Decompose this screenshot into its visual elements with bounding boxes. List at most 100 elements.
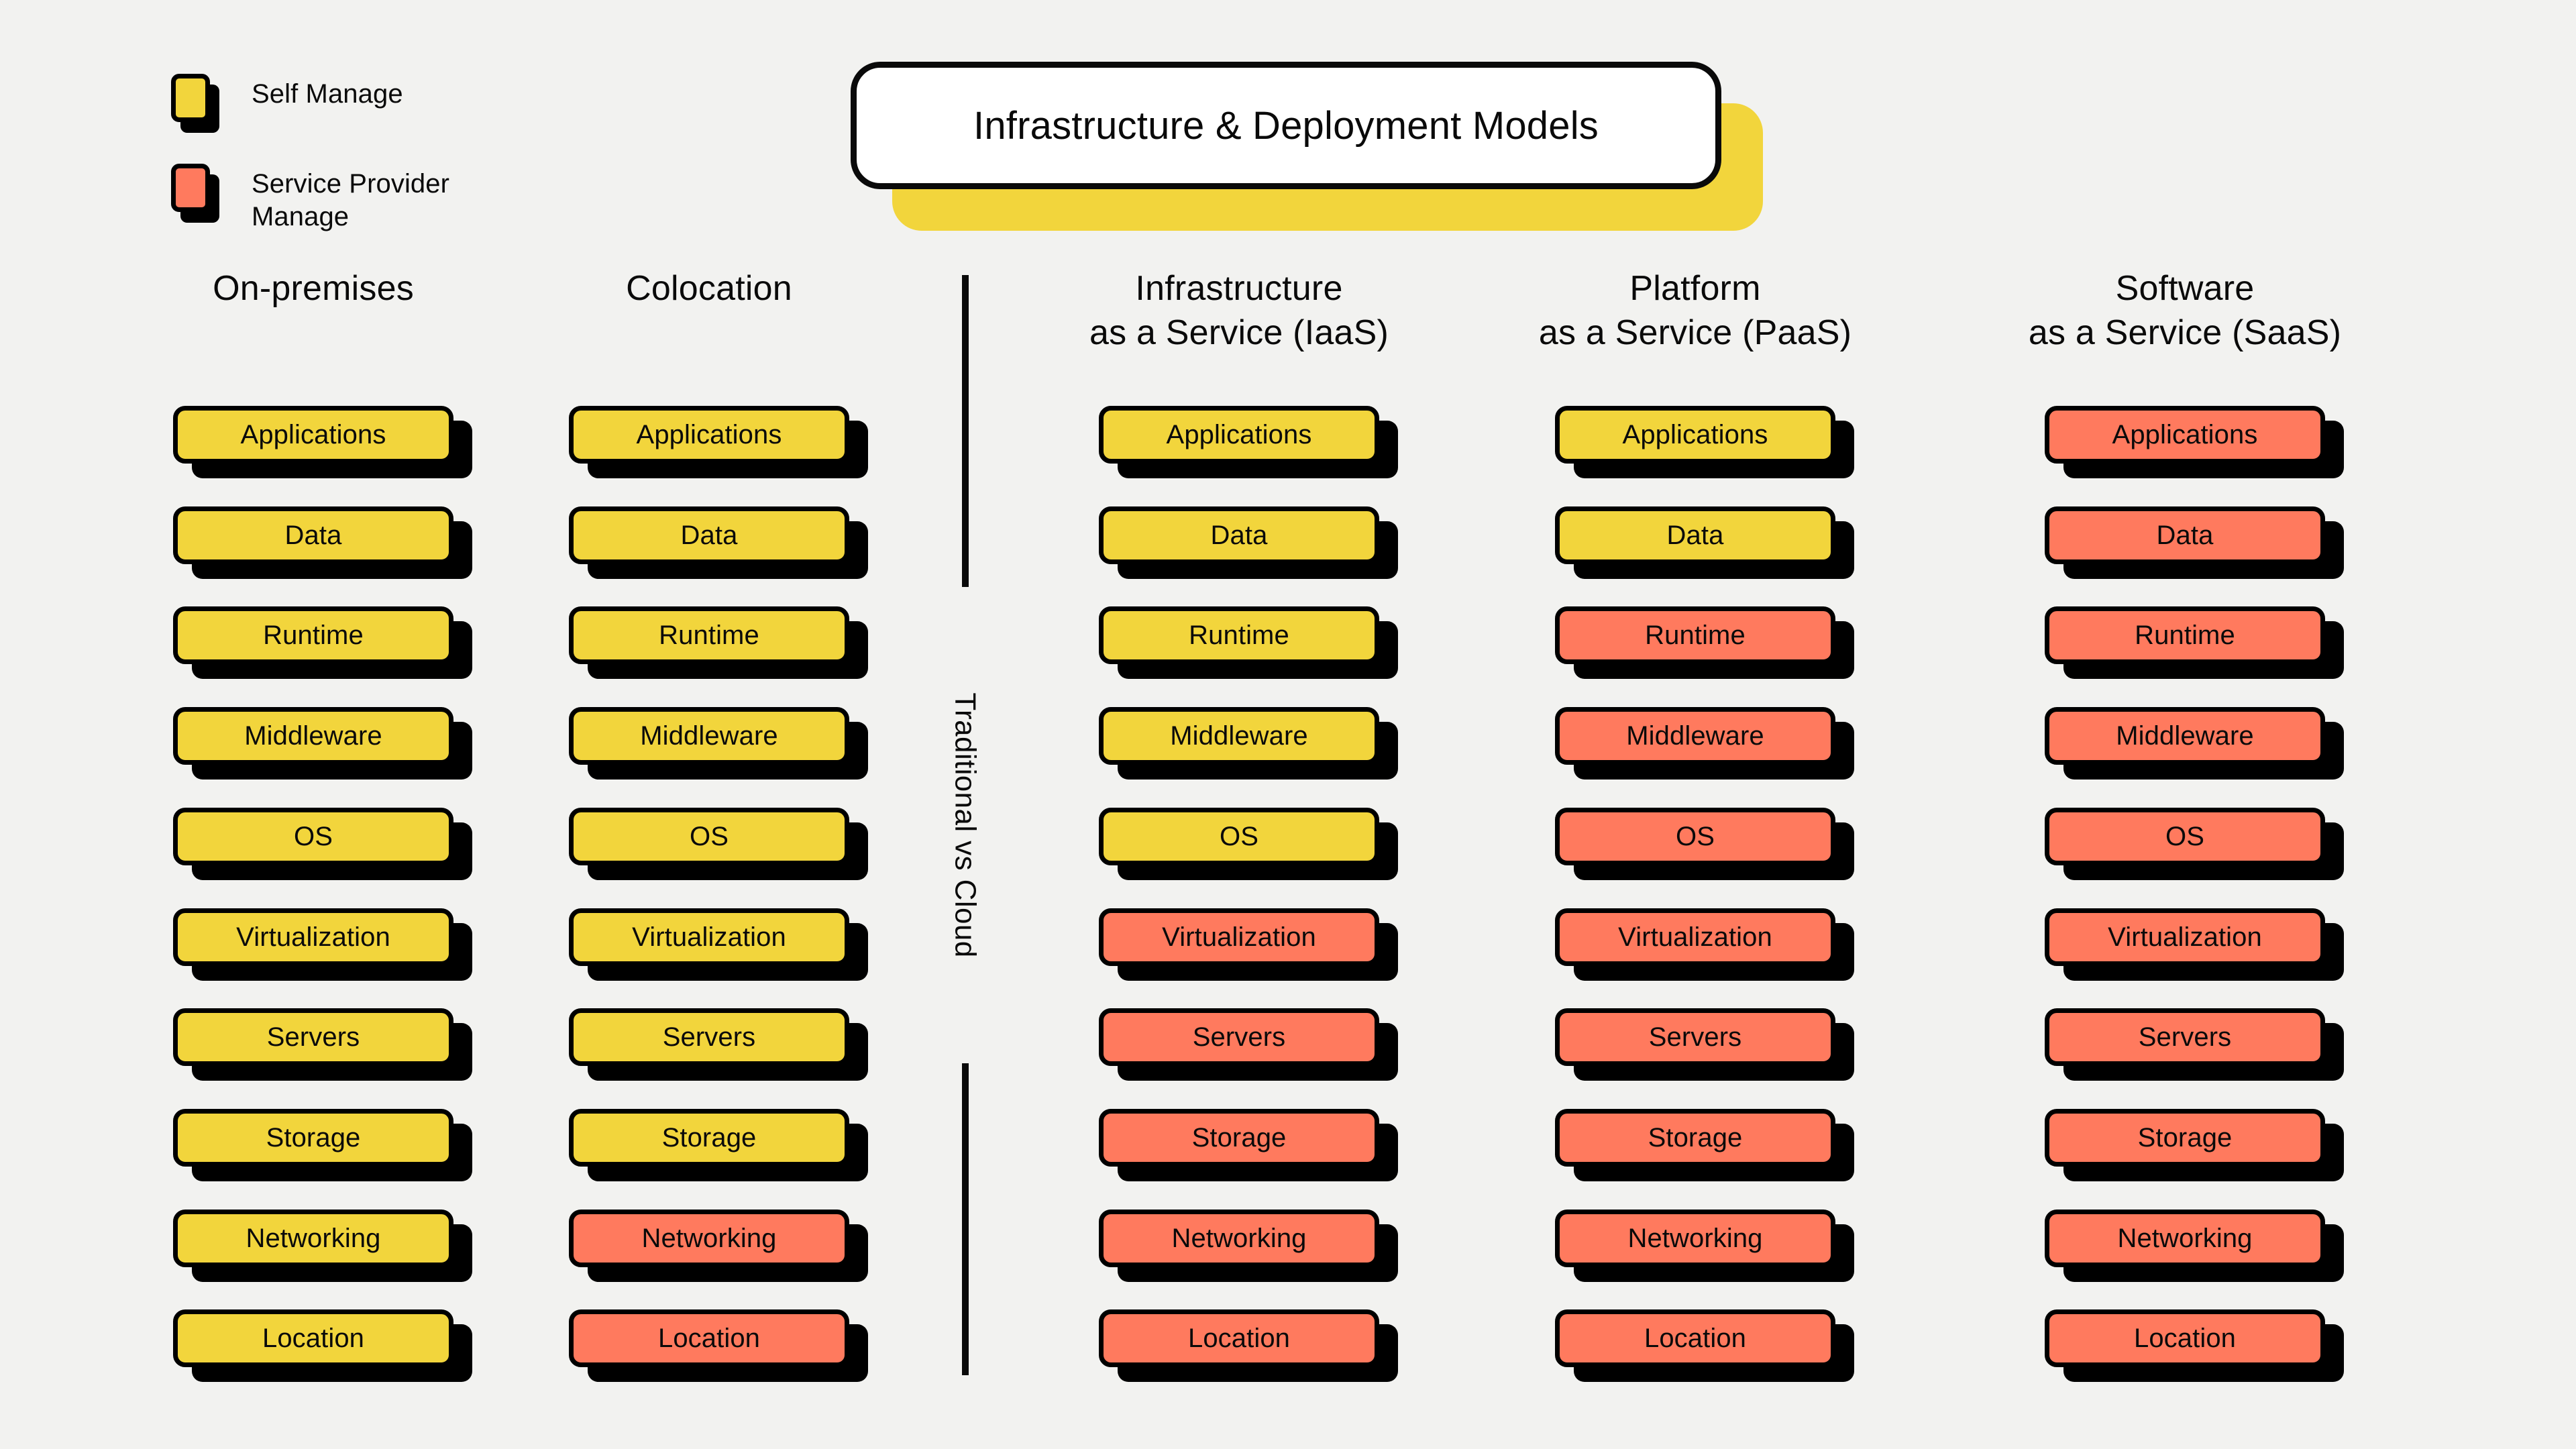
layer-paas-middleware[interactable]: Middleware: [1555, 707, 1854, 793]
layer-iaas-storage[interactable]: Storage: [1099, 1109, 1398, 1195]
layer-saas-runtime[interactable]: Runtime: [2045, 606, 2344, 692]
layer-colocation-servers[interactable]: Servers: [569, 1008, 868, 1094]
layer-box[interactable]: OS: [2045, 808, 2325, 865]
layer-box[interactable]: Storage: [1555, 1109, 1835, 1167]
layer-box[interactable]: Runtime: [1555, 606, 1835, 664]
layer-colocation-middleware[interactable]: Middleware: [569, 707, 868, 793]
layer-on-premises-data[interactable]: Data: [173, 506, 472, 592]
layer-iaas-location[interactable]: Location: [1099, 1309, 1398, 1395]
layer-box[interactable]: Runtime: [1099, 606, 1379, 664]
layer-box[interactable]: Virtualization: [569, 908, 849, 966]
layer-iaas-runtime[interactable]: Runtime: [1099, 606, 1398, 692]
layer-box[interactable]: Data: [1099, 506, 1379, 564]
layer-box[interactable]: Location: [569, 1309, 849, 1367]
layer-box[interactable]: Runtime: [2045, 606, 2325, 664]
layer-on-premises-networking[interactable]: Networking: [173, 1210, 472, 1295]
layer-colocation-runtime[interactable]: Runtime: [569, 606, 868, 692]
layer-box[interactable]: Middleware: [1555, 707, 1835, 765]
layer-paas-applications[interactable]: Applications: [1555, 406, 1854, 492]
layer-box[interactable]: Applications: [1099, 406, 1379, 464]
layer-box[interactable]: Runtime: [173, 606, 453, 664]
layer-on-premises-servers[interactable]: Servers: [173, 1008, 472, 1094]
layer-box[interactable]: Networking: [569, 1210, 849, 1267]
layer-paas-runtime[interactable]: Runtime: [1555, 606, 1854, 692]
layer-paas-data[interactable]: Data: [1555, 506, 1854, 592]
layer-paas-networking[interactable]: Networking: [1555, 1210, 1854, 1295]
layer-box[interactable]: Location: [1099, 1309, 1379, 1367]
layer-iaas-data[interactable]: Data: [1099, 506, 1398, 592]
layer-saas-data[interactable]: Data: [2045, 506, 2344, 592]
layer-colocation-storage[interactable]: Storage: [569, 1109, 868, 1195]
layer-box[interactable]: Virtualization: [2045, 908, 2325, 966]
layer-iaas-os[interactable]: OS: [1099, 808, 1398, 894]
layer-colocation-location[interactable]: Location: [569, 1309, 868, 1395]
layer-box[interactable]: Virtualization: [1555, 908, 1835, 966]
layer-colocation-applications[interactable]: Applications: [569, 406, 868, 492]
layer-iaas-networking[interactable]: Networking: [1099, 1210, 1398, 1295]
layer-saas-applications[interactable]: Applications: [2045, 406, 2344, 492]
layer-box[interactable]: Data: [2045, 506, 2325, 564]
layer-box[interactable]: OS: [569, 808, 849, 865]
layer-iaas-middleware[interactable]: Middleware: [1099, 707, 1398, 793]
layer-box[interactable]: Networking: [173, 1210, 453, 1267]
layer-box[interactable]: Servers: [2045, 1008, 2325, 1066]
layer-paas-storage[interactable]: Storage: [1555, 1109, 1854, 1195]
layer-box[interactable]: Storage: [1099, 1109, 1379, 1167]
layer-box[interactable]: Middleware: [1099, 707, 1379, 765]
layer-colocation-data[interactable]: Data: [569, 506, 868, 592]
layer-box[interactable]: Servers: [569, 1008, 849, 1066]
layer-box[interactable]: Location: [1555, 1309, 1835, 1367]
layer-paas-servers[interactable]: Servers: [1555, 1008, 1854, 1094]
layer-paas-location[interactable]: Location: [1555, 1309, 1854, 1395]
layer-box[interactable]: OS: [1099, 808, 1379, 865]
layer-saas-middleware[interactable]: Middleware: [2045, 707, 2344, 793]
layer-box[interactable]: Runtime: [569, 606, 849, 664]
layer-saas-location[interactable]: Location: [2045, 1309, 2344, 1395]
layer-box[interactable]: Networking: [2045, 1210, 2325, 1267]
layer-on-premises-middleware[interactable]: Middleware: [173, 707, 472, 793]
layer-box[interactable]: Location: [2045, 1309, 2325, 1367]
layer-box[interactable]: Middleware: [173, 707, 453, 765]
layer-box[interactable]: Data: [173, 506, 453, 564]
layer-box[interactable]: Servers: [173, 1008, 453, 1066]
layer-saas-networking[interactable]: Networking: [2045, 1210, 2344, 1295]
layer-saas-virtualization[interactable]: Virtualization: [2045, 908, 2344, 994]
layer-box[interactable]: Servers: [1099, 1008, 1379, 1066]
layer-box[interactable]: Virtualization: [1099, 908, 1379, 966]
layer-box[interactable]: Middleware: [2045, 707, 2325, 765]
layer-box[interactable]: Data: [569, 506, 849, 564]
layer-colocation-virtualization[interactable]: Virtualization: [569, 908, 868, 994]
layer-colocation-networking[interactable]: Networking: [569, 1210, 868, 1295]
layer-box[interactable]: Data: [1555, 506, 1835, 564]
layer-box[interactable]: Storage: [173, 1109, 453, 1167]
layer-box[interactable]: OS: [1555, 808, 1835, 865]
layer-box[interactable]: Middleware: [569, 707, 849, 765]
layer-paas-os[interactable]: OS: [1555, 808, 1854, 894]
layer-on-premises-runtime[interactable]: Runtime: [173, 606, 472, 692]
layer-on-premises-virtualization[interactable]: Virtualization: [173, 908, 472, 994]
layer-saas-servers[interactable]: Servers: [2045, 1008, 2344, 1094]
layer-box[interactable]: Applications: [569, 406, 849, 464]
layer-iaas-virtualization[interactable]: Virtualization: [1099, 908, 1398, 994]
layer-iaas-applications[interactable]: Applications: [1099, 406, 1398, 492]
layer-saas-storage[interactable]: Storage: [2045, 1109, 2344, 1195]
layer-saas-os[interactable]: OS: [2045, 808, 2344, 894]
layer-box[interactable]: Storage: [2045, 1109, 2325, 1167]
layer-paas-virtualization[interactable]: Virtualization: [1555, 908, 1854, 994]
layer-box[interactable]: Applications: [2045, 406, 2325, 464]
layer-box[interactable]: OS: [173, 808, 453, 865]
layer-box[interactable]: Networking: [1099, 1210, 1379, 1267]
layer-box[interactable]: Storage: [569, 1109, 849, 1167]
layer-colocation-os[interactable]: OS: [569, 808, 868, 894]
layer-box[interactable]: Applications: [173, 406, 453, 464]
layer-on-premises-os[interactable]: OS: [173, 808, 472, 894]
layer-on-premises-applications[interactable]: Applications: [173, 406, 472, 492]
layer-box[interactable]: Location: [173, 1309, 453, 1367]
layer-on-premises-location[interactable]: Location: [173, 1309, 472, 1395]
layer-box[interactable]: Networking: [1555, 1210, 1835, 1267]
layer-on-premises-storage[interactable]: Storage: [173, 1109, 472, 1195]
layer-box[interactable]: Virtualization: [173, 908, 453, 966]
layer-box[interactable]: Servers: [1555, 1008, 1835, 1066]
layer-box[interactable]: Applications: [1555, 406, 1835, 464]
layer-iaas-servers[interactable]: Servers: [1099, 1008, 1398, 1094]
